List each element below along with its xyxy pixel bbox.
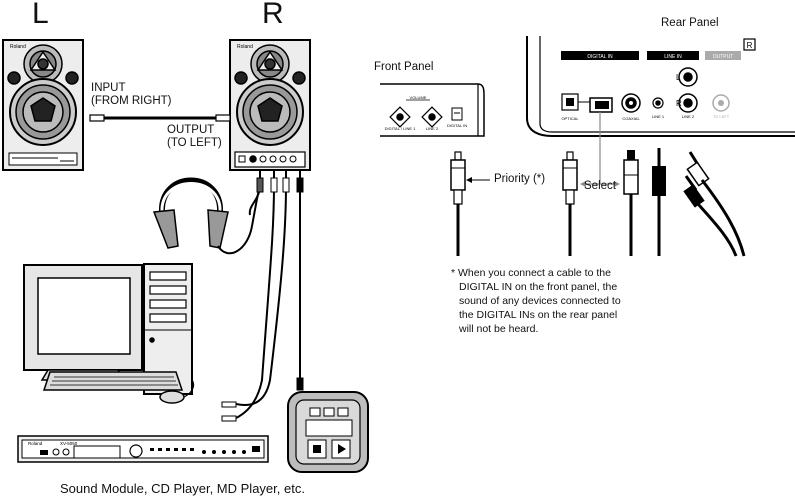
digital-cables [450,112,746,257]
rear-panel: DIGITAL IN LINE IN OUTPUT R L R [526,36,795,137]
svg-text:LINE IN: LINE IN [664,54,682,60]
note-line-3: sound of any devices connected to [459,295,621,307]
sound-module: Roland XV-5050 [17,435,269,463]
note-line-2: DIGITAL IN on the front panel, the [459,281,618,293]
right-speaker: Roland [229,39,311,171]
svg-text:Roland: Roland [10,44,26,50]
left-speaker: Roland [2,39,84,171]
rear-panel-title: Rear Panel [661,17,719,29]
audio-cables [221,170,304,422]
note-line-1: * When you connect a cable to the [451,267,611,279]
speaker-link-cable [89,114,231,122]
left-speaker-label: L [32,0,49,30]
select-label: Select [584,180,616,192]
svg-text:DIGITAL IN: DIGITAL IN [587,54,613,60]
input-label-line2: (FROM RIGHT) [91,95,172,107]
svg-text:VOLUME: VOLUME [410,95,427,100]
svg-text:L: L [676,73,681,82]
svg-text:R: R [676,99,682,108]
svg-text:Roland: Roland [237,44,253,50]
svg-text:LINE 2: LINE 2 [682,114,695,119]
svg-text:TO LEFT: TO LEFT [713,114,730,119]
svg-text:OUTPUT: OUTPUT [713,54,734,60]
devices-caption: Sound Module, CD Player, MD Player, etc. [60,481,305,496]
headphones [152,177,263,255]
priority-label: Priority (*) [494,173,546,185]
svg-text:XV-5050: XV-5050 [60,441,78,446]
front-panel-title: Front Panel [374,61,434,73]
output-label-line1: OUTPUT [167,124,215,136]
svg-text:LINE 1: LINE 1 [652,114,665,119]
right-speaker-label: R [262,0,284,30]
cd-player [287,391,369,473]
svg-text:DIGITAL / LINE 1: DIGITAL / LINE 1 [385,126,416,131]
svg-text:COAXIAL: COAXIAL [622,116,640,121]
svg-text:OPTICAL: OPTICAL [561,116,579,121]
svg-text:Roland: Roland [28,441,43,446]
output-label-line2: (TO LEFT) [167,137,222,149]
input-label-line1: INPUT [91,82,126,94]
note-line-4: the DIGITAL INs on the rear panel [459,309,618,321]
computer [23,263,195,404]
front-panel: VOLUME DIGITAL / LINE 1 LINE 2 DIGITAL I… [380,83,485,137]
svg-text:R: R [747,41,753,50]
svg-text:LINE 2: LINE 2 [426,126,439,131]
svg-text:DIGITAL IN: DIGITAL IN [447,123,467,128]
note-line-5: will not be heard. [459,323,539,335]
